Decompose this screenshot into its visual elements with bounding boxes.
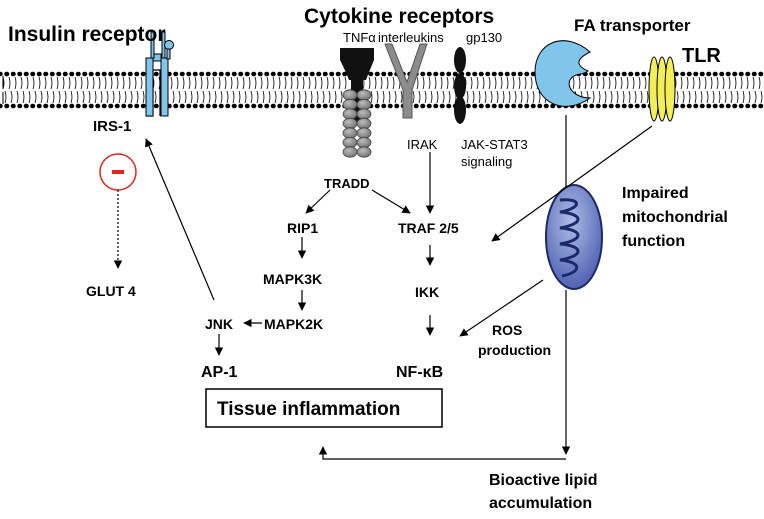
header-tlr: TLR [682,45,721,67]
node-ap1: AP-1 [201,364,238,381]
interleukin-receptor-shape [384,43,428,119]
gp130-shape [454,47,466,124]
node-irs1: IRS-1 [93,118,131,135]
tnf-death-domain-bead [342,98,358,111]
arrow-bioactive-inflammation [318,446,566,460]
arrow-mito-nfkb [459,279,544,337]
label-irak: IRAK [407,137,438,152]
arrow-jnk-irs1 [145,138,215,301]
tnf-death-domain-bead [342,146,358,158]
node-tissue-inflammation: Tissue inflammation [217,399,400,420]
tnf-death-domain-bead [356,117,372,130]
label-jak-stat3-2: signaling [461,154,512,169]
label-ros-1: ROS [492,322,522,338]
node-ikk: IKK [415,284,439,300]
node-glut4: GLUT 4 [86,283,136,299]
label-impaired-3: function [622,233,685,250]
insulin-receptor-shape [145,31,174,117]
node-nfkb: NF-κB [396,364,443,381]
tnf-death-domain-bead [356,108,372,120]
header-fa-transporter: FA transporter [574,16,691,35]
arrow-tradd-traf [371,189,411,214]
node-mapk3k: MAPK3K [263,271,322,287]
arrow-tlr-traf [491,125,653,242]
label-bioactive-1: Bioactive lipid [489,472,597,489]
arrow-tradd-rip1 [305,189,331,214]
tnf-death-domain-bead [356,136,372,149]
inhibition-symbol [99,153,137,191]
header-insulin-receptor: Insulin receptor [8,23,166,46]
label-bioactive-2: accumulation [489,495,592,512]
tnf-death-domain-bead [342,136,358,149]
tnf-death-domain-bead [342,89,358,101]
tnf-death-domain-bead [342,117,358,130]
tnf-death-domain-bead [356,146,372,158]
label-tnf: TNFα [343,30,376,45]
label-gp130: gp130 [466,30,502,45]
tnf-death-domain-bead [342,127,358,139]
mitochondrion-shape [545,184,603,290]
fa-transporter-shape [534,40,592,107]
node-rip1: RIP1 [287,220,318,236]
label-interleukins: interleukins [378,30,444,45]
tnf-death-domain-bead [342,108,358,120]
node-traf: TRAF 2/5 [398,220,459,236]
pathway-arrows [113,115,653,460]
tlr-shape [648,56,676,122]
tnf-death-domain-bead [356,127,372,139]
tnf-receptor-shape [340,48,374,158]
label-impaired-2: mitochondrial [622,209,728,226]
node-jnk: JNK [205,316,233,332]
tnf-death-domain-bead [356,89,372,101]
node-tradd: TRADD [324,176,370,191]
tnf-death-domain-bead [356,98,372,111]
tissue-inflammation-box [205,388,443,428]
label-jak-stat3-1: JAK-STAT3 [461,137,528,152]
cell-membrane [0,71,764,109]
node-mapk2k: MAPK2K [264,316,323,332]
label-ros-2: production [478,342,551,358]
header-cytokine-receptors: Cytokine receptors [304,5,494,28]
label-impaired-1: Impaired [622,185,689,202]
